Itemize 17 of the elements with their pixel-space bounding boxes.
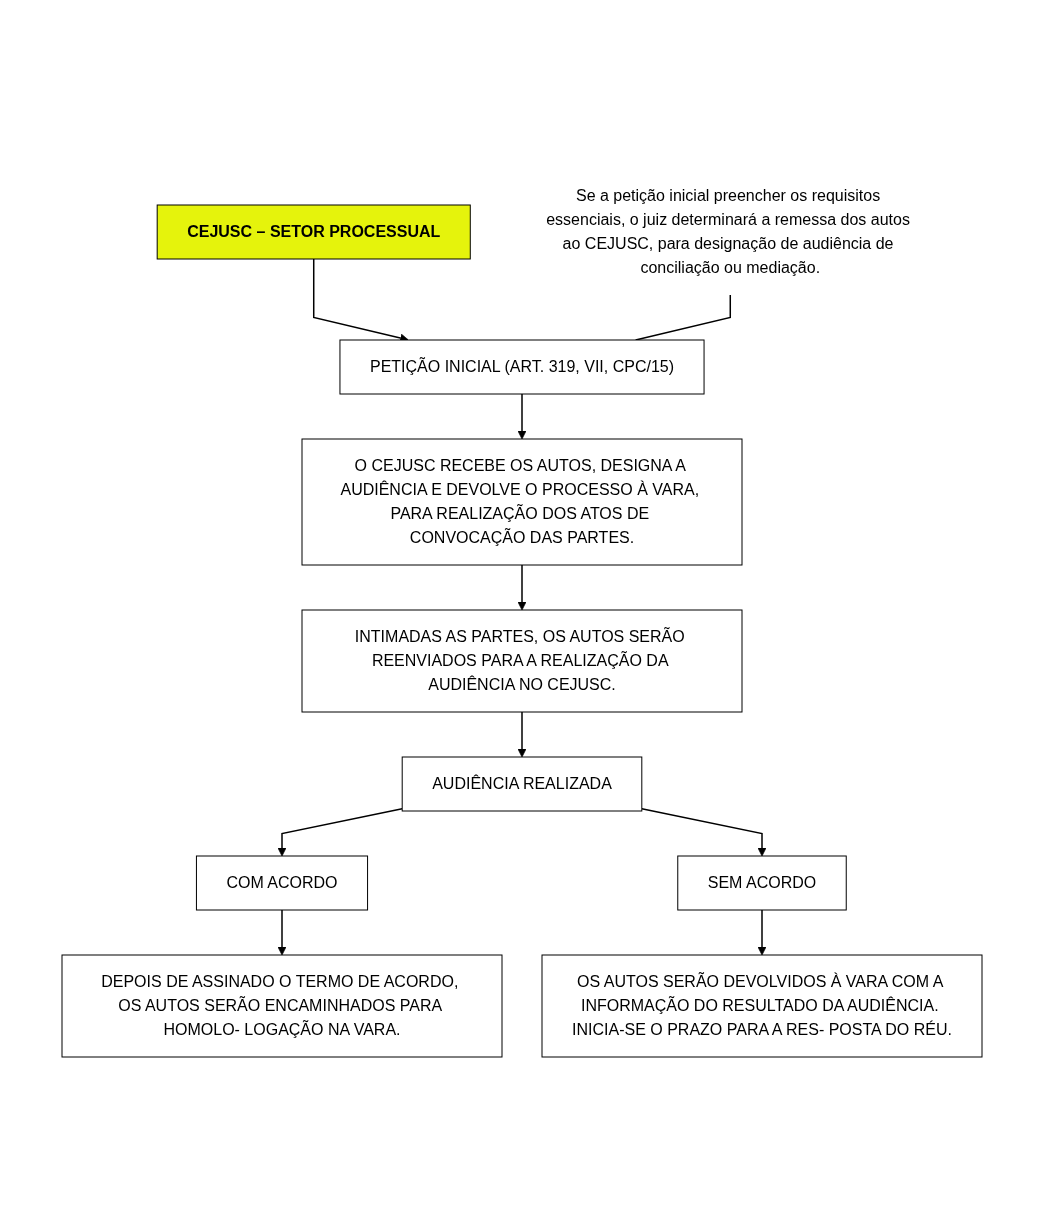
- node-text: Se a petição inicial preencher os requisitos essenciais, o juiz determinará a remessa dos autos ao CEJUSC, para designação de audiência de conciliação ou mediação.: [546, 186, 910, 276]
- node-box: OS AUTOS SERÃO DEVOLVIDOS À VARA COM A INFORMAÇÃO DO RESULTADO DA AUDIÊNCIA. INICIA-SE O PRAZO PARA A RES- POSTA DO RÉU.: [541, 954, 983, 1057]
- arrow: [517, 392, 527, 439]
- arrow: [517, 710, 527, 757]
- arrow: [277, 908, 287, 955]
- node-box: INTIMADAS AS PARTES, OS AUTOS SERÃO REENVIADOS PARA A REALIZAÇÃO DA AUDIÊNCIA NO CEJUSC.: [301, 609, 743, 712]
- node-box: COM ACORDO: [195, 855, 369, 910]
- node-box: SEM ACORDO: [677, 855, 847, 910]
- node-box: AUDIÊNCIA REALIZADA: [401, 756, 643, 811]
- node-box: DEPOIS DE ASSINADO O TERMO DE ACORDO, OS AUTOS SERÃO ENCAMINHADOS PARA HOMOLO- LOGAÇÃO NA VARA.: [61, 954, 503, 1057]
- arrow: [517, 563, 527, 610]
- node-box: CEJUSC – SETOR PROCESSUAL: [156, 204, 471, 259]
- arrow: [757, 908, 767, 955]
- arrow: [277, 807, 403, 856]
- node-box: O CEJUSC RECEBE OS AUTOS, DESIGNA A AUDIÊNCIA E DEVOLVE O PROCESSO À VARA, PARA REALIZAÇÃO DOS ATOS DE CONVOCAÇÃO DAS PARTES.: [301, 438, 743, 565]
- node-box: PETIÇÃO INICIAL (ART. 319, VII, CPC/15): [339, 339, 705, 394]
- arrow: [641, 807, 767, 856]
